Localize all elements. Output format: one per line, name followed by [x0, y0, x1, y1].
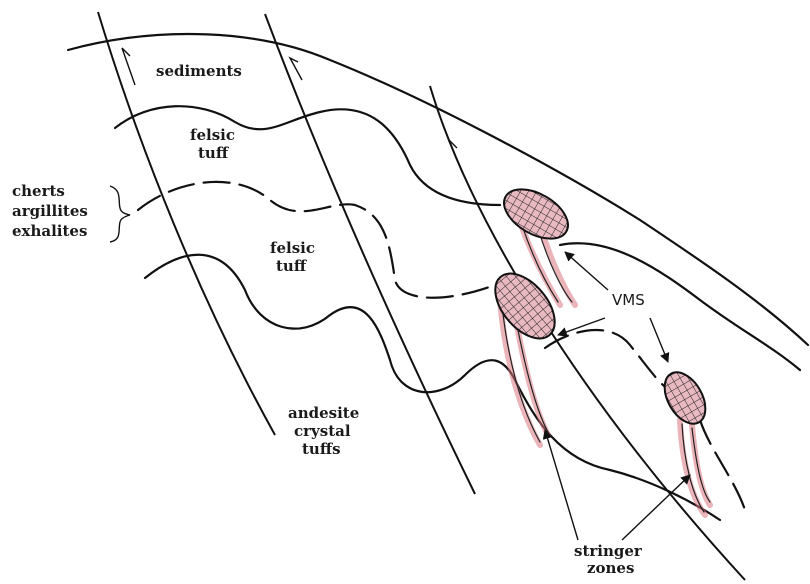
label-felsic-tuff-upper-1: felsic [190, 126, 235, 144]
label-vms: VMS [612, 291, 645, 309]
label-crystal: crystal [294, 422, 351, 440]
label-tuffs: tuffs [302, 440, 341, 458]
vms-lens-lower [656, 365, 713, 430]
cherts-brace [110, 186, 130, 242]
vms-arrow-lower [650, 318, 668, 362]
fault-arrow-3 [449, 140, 462, 172]
label-felsic-tuff-lower-1: felsic [270, 239, 315, 257]
vms-lens-upper [496, 179, 577, 249]
fault-arrow-1 [122, 48, 135, 85]
fault-arrow-2 [290, 58, 302, 80]
label-exhalites: exhalites [12, 222, 87, 240]
label-cherts: cherts [12, 182, 65, 200]
label-felsic-tuff-upper-2: tuff [198, 144, 230, 162]
label-andesite: andesite [288, 404, 359, 422]
label-stringer: stringer [574, 542, 643, 560]
label-zones: zones [587, 559, 634, 577]
label-sediments: sediments [156, 62, 242, 80]
label-felsic-tuff-lower-2: tuff [276, 257, 308, 275]
vms-arrow-upper [565, 252, 608, 290]
label-argillites: argillites [12, 202, 88, 220]
